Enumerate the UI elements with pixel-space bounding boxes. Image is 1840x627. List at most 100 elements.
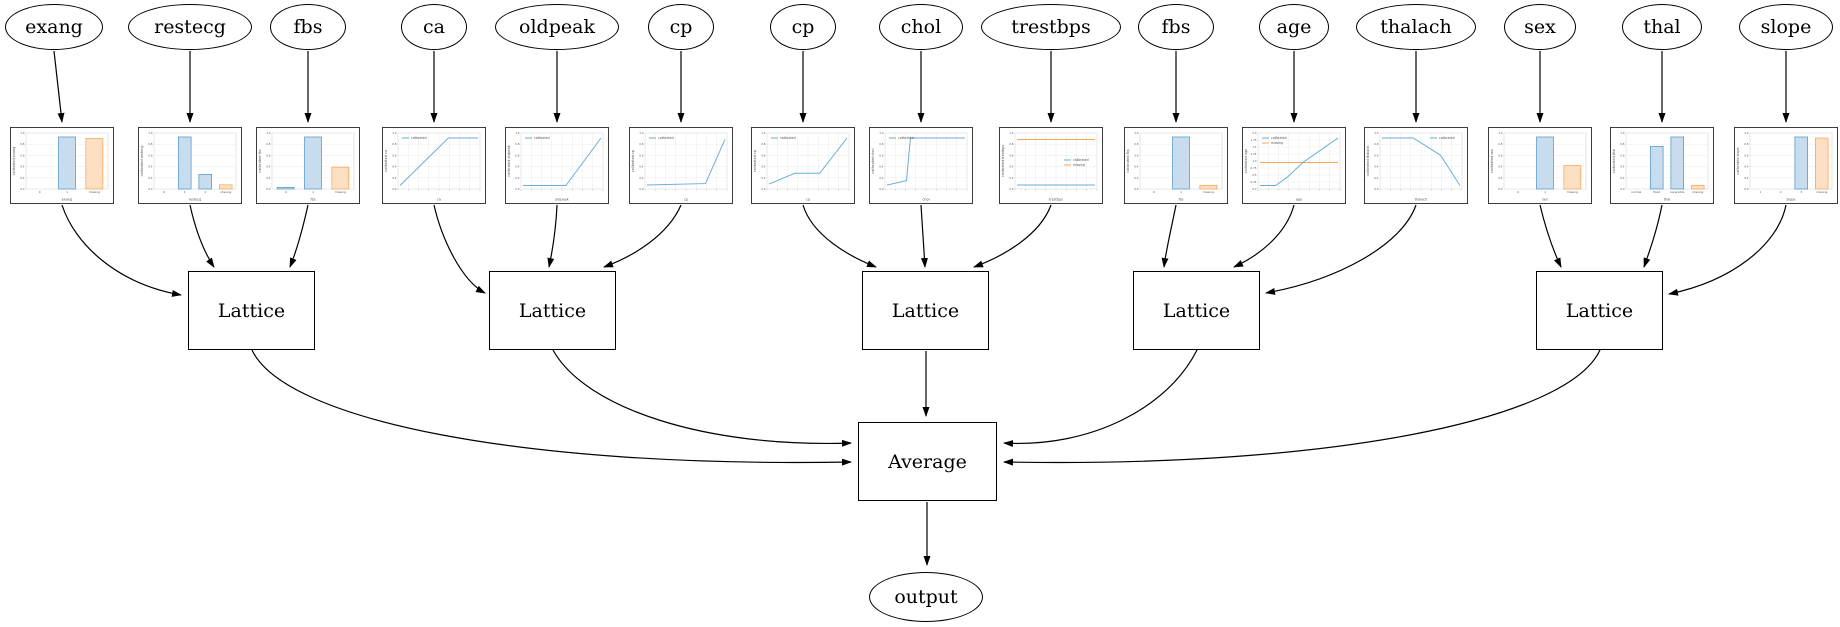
svg-text:1.0: 1.0 <box>148 131 153 135</box>
svg-text:thal: thal <box>1664 198 1671 202</box>
svg-text:0.4: 0.4 <box>879 165 884 169</box>
svg-text:0.0: 0.0 <box>1134 187 1139 191</box>
svg-text:calibrated thal: calibrated thal <box>1612 149 1616 174</box>
svg-text:1.0: 1.0 <box>639 131 644 135</box>
svg-text:0.4: 0.4 <box>1498 165 1503 169</box>
svg-text:fixed: fixed <box>1653 190 1660 194</box>
svg-text:1: 1 <box>1180 190 1182 194</box>
svg-text:0.6: 0.6 <box>148 153 153 157</box>
svg-text:missing: missing <box>220 190 231 194</box>
svg-text:0.6: 0.6 <box>20 153 25 157</box>
svg-text:0.0: 0.0 <box>515 187 520 191</box>
node-label: fbs <box>1161 16 1191 38</box>
svg-text:fbs: fbs <box>1178 198 1183 202</box>
svg-text:thalach: thalach <box>1415 198 1428 202</box>
node-trestbps: trestbps <box>981 4 1121 50</box>
svg-text:1.0: 1.0 <box>879 131 884 135</box>
svg-text:0.8: 0.8 <box>148 142 153 146</box>
node-thalach: thalach <box>1356 4 1476 50</box>
svg-text:0.8: 0.8 <box>1620 142 1625 146</box>
svg-text:2: 2 <box>1780 190 1782 194</box>
lattice-label: Lattice <box>891 299 960 322</box>
svg-text:trestbps: trestbps <box>1049 198 1063 202</box>
svg-text:calibrated: calibrated <box>898 136 914 140</box>
svg-text:0.2: 0.2 <box>1134 176 1139 180</box>
svg-text:0.4: 0.4 <box>639 165 644 169</box>
svg-text:0.8: 0.8 <box>515 142 520 146</box>
lattice-node-3: Lattice <box>862 271 989 350</box>
svg-text:0.75: 0.75 <box>1251 166 1257 170</box>
svg-text:0.0: 0.0 <box>639 187 644 191</box>
svg-text:0.6: 0.6 <box>1620 153 1625 157</box>
svg-text:1: 1 <box>66 190 68 194</box>
svg-text:0.0: 0.0 <box>20 187 25 191</box>
svg-text:0.2: 0.2 <box>1620 176 1625 180</box>
svg-text:0.6: 0.6 <box>266 153 271 157</box>
lattice-node-1: Lattice <box>188 271 315 350</box>
svg-text:0.4: 0.4 <box>392 165 397 169</box>
svg-text:0.4: 0.4 <box>266 165 271 169</box>
node-label: cp <box>669 16 693 38</box>
svg-text:calibrated exang: calibrated exang <box>12 147 16 176</box>
svg-text:missing: missing <box>1073 163 1085 167</box>
svg-text:0.4: 0.4 <box>1009 165 1014 169</box>
svg-text:0.6: 0.6 <box>515 153 520 157</box>
svg-text:0.4: 0.4 <box>515 165 520 169</box>
svg-text:0.0: 0.0 <box>1620 187 1625 191</box>
svg-text:1.0: 1.0 <box>1134 131 1139 135</box>
svg-text:1: 1 <box>312 190 314 194</box>
svg-text:calibrated oldpeak: calibrated oldpeak <box>507 145 511 177</box>
node-label: slope <box>1760 16 1812 38</box>
node-label: thalach <box>1380 16 1452 38</box>
node-fbs-2: fbs <box>1138 4 1214 50</box>
svg-text:0.2: 0.2 <box>515 176 520 180</box>
svg-text:0.2: 0.2 <box>20 176 25 180</box>
svg-text:0.8: 0.8 <box>266 142 271 146</box>
node-ca: ca <box>401 4 467 50</box>
svg-text:0.2: 0.2 <box>639 176 644 180</box>
node-label: trestbps <box>1011 16 1091 38</box>
svg-text:0.8: 0.8 <box>20 142 25 146</box>
svg-text:0.6: 0.6 <box>639 153 644 157</box>
svg-text:missing: missing <box>1203 190 1214 194</box>
svg-text:slope: slope <box>1786 198 1795 202</box>
svg-text:1.0: 1.0 <box>1009 131 1014 135</box>
svg-text:normal: normal <box>1631 190 1641 194</box>
lattice-label: Lattice <box>1162 299 1231 322</box>
svg-text:0.0: 0.0 <box>392 187 397 191</box>
svg-text:0.0: 0.0 <box>761 187 766 191</box>
svg-text:0.8: 0.8 <box>1744 142 1749 146</box>
svg-text:0.4: 0.4 <box>1374 165 1379 169</box>
svg-text:0.4: 0.4 <box>1134 165 1139 169</box>
svg-text:calibrated slope: calibrated slope <box>1736 147 1740 174</box>
svg-text:0.8: 0.8 <box>761 142 766 146</box>
lattice-label: Lattice <box>1565 299 1634 322</box>
node-thal: thal <box>1622 4 1702 50</box>
svg-text:1: 1 <box>1544 190 1546 194</box>
svg-text:0.2: 0.2 <box>392 176 397 180</box>
svg-text:3: 3 <box>1800 190 1802 194</box>
svg-text:calibrated cp: calibrated cp <box>631 150 635 172</box>
svg-text:calibrated thalach: calibrated thalach <box>1366 146 1370 177</box>
svg-text:cp: cp <box>806 198 810 202</box>
node-age: age <box>1259 4 1329 50</box>
lattice-node-5: Lattice <box>1536 271 1663 350</box>
node-label: thal <box>1643 16 1681 38</box>
node-cp-2: cp <box>770 4 836 50</box>
svg-text:fbs: fbs <box>310 198 315 202</box>
svg-text:0.0: 0.0 <box>1009 187 1014 191</box>
svg-text:0.8: 0.8 <box>639 142 644 146</box>
svg-text:0: 0 <box>39 190 41 194</box>
svg-text:0.2: 0.2 <box>1498 176 1503 180</box>
svg-text:0.0: 0.0 <box>148 187 153 191</box>
node-label: restecg <box>154 16 226 38</box>
svg-text:0.2: 0.2 <box>266 176 271 180</box>
